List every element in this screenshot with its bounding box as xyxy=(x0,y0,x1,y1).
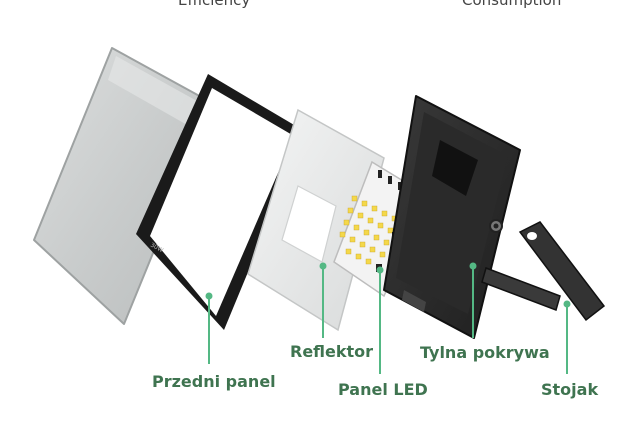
label-reflector: Reflektor xyxy=(290,342,373,361)
stand-part xyxy=(482,222,604,320)
label-back-cover: Tylna pokrywa xyxy=(420,343,550,362)
leader-dot-reflector xyxy=(320,263,327,270)
label-stand: Stojak xyxy=(541,380,598,399)
label-front-panel: Przedni panel xyxy=(152,372,276,391)
label-led-panel: Panel LED xyxy=(338,380,428,399)
leader-dot-back-cover xyxy=(470,263,477,270)
leader-dot-led-panel xyxy=(377,267,384,274)
leader-dot-front-panel xyxy=(206,293,213,300)
back-cover-part xyxy=(384,96,520,338)
leader-dot-stand xyxy=(564,301,571,308)
